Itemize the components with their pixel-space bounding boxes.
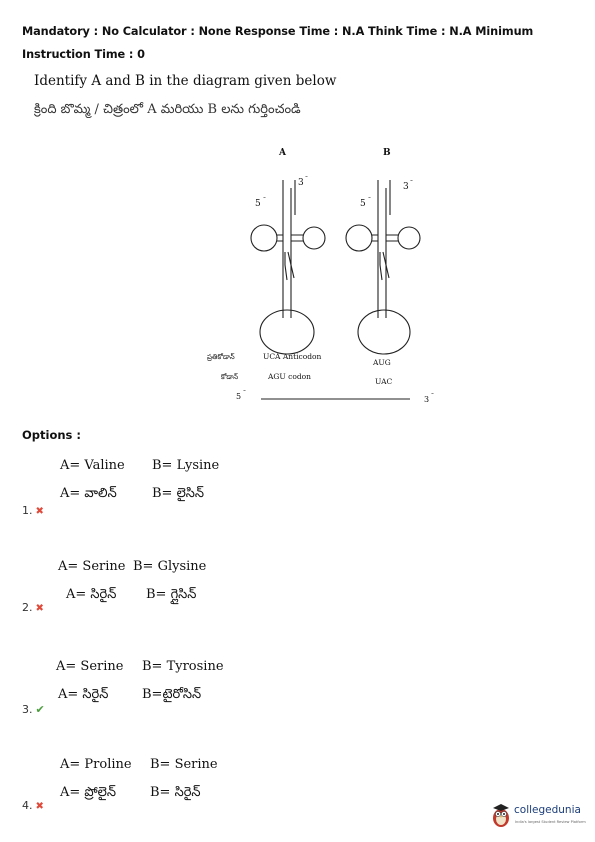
anticodon-telugu: ప్రతికోడాన్ [207,353,235,361]
option-2-a-english: A= Serine [58,559,126,574]
option-2-b-english: B= Glysine [133,559,207,574]
label-b: B [383,148,391,158]
option-3-a-telugu: A= సిరైన్ [58,687,109,702]
trna-b [345,180,421,355]
option-3-a-english: A= Serine [56,659,124,674]
option-3-number: 3.✔ [22,703,45,716]
option-1-b-telugu: B= లైసిన్ [152,486,205,501]
question-text-english: Identify A and B in the diagram given be… [34,73,337,89]
option-1-number: 1.✖ [22,504,44,517]
anticodon-label: UCA Anticodon [263,352,322,361]
question-text-telugu: క్రింది బొమ్మ / చిత్రంలో A మరియు B లను గ… [34,102,301,117]
option-3-b-telugu: B=టైరోసిన్ [142,687,202,702]
trna-a [250,180,326,355]
option-4-number: 4.✖ [22,799,44,812]
brand-name: collegedunia [514,804,581,816]
svg-text:˜: ˜ [431,393,434,400]
option-3-b-english: B= Tyrosine [142,659,224,674]
aug-label: AUG [372,358,391,367]
wrong-icon: ✖ [35,506,44,517]
question-meta: Mandatory : No Calculator : None Respons… [22,25,534,61]
option-2[interactable]: A= Serine B= Glysine A= సిరైన్ B= గ్లైసి… [0,557,300,627]
collegedunia-logo[interactable]: collegedunia India's largest Student Rev… [488,800,588,832]
mrna-three-prime: 3 [424,395,429,404]
wrong-icon: ✖ [35,603,44,614]
option-3[interactable]: A= Serine B= Tyrosine A= సిరైన్ B=టైరోసి… [0,657,300,727]
mrna-five-prime: 5 [236,392,241,401]
five-prime-a: 5 [255,199,261,209]
svg-text:˜: ˜ [305,176,308,183]
option-2-b-telugu: B= గ్లైసిన్ [146,587,197,602]
uac-label: UAC [375,377,393,386]
svg-text:˜: ˜ [410,180,413,187]
option-2-number: 2.✖ [22,601,44,614]
five-prime-b: 5 [360,199,366,209]
svg-text:˜: ˜ [263,197,266,204]
option-4-b-telugu: B= సిరైన్ [150,785,201,800]
codon-label: AGU codon [267,372,311,381]
option-4-a-telugu: A= ప్రోలైన్ [60,785,116,800]
option-1[interactable]: A= Valine B= Lysine A= వాలిన్ B= లైసిన్ … [0,456,300,526]
option-1-b-english: B= Lysine [152,458,220,473]
option-4-b-english: B= Serine [150,757,218,772]
wrong-icon: ✖ [35,801,44,812]
option-1-a-english: A= Valine [60,458,125,473]
label-a: A [278,148,287,158]
options-title: Options : [22,428,81,442]
option-2-a-telugu: A= సిరైన్ [66,587,117,602]
three-prime-b: 3 [403,182,409,192]
option-4-a-english: A= Proline [60,757,132,772]
brand-tagline: India's largest Student Review Platform [515,820,586,824]
trna-diagram: A B 3 5 3 5 ప్రతికోడాన్ UCA Anticodon AU… [207,148,434,404]
owl-mascot-icon [493,804,509,827]
svg-text:˜: ˜ [368,197,371,204]
svg-text:˜: ˜ [243,390,246,397]
three-prime-a: 3 [298,178,304,188]
check-icon: ✔ [35,703,45,716]
codon-telugu: కోడాన్ [221,373,238,381]
option-1-a-telugu: A= వాలిన్ [60,486,117,501]
option-4[interactable]: A= Proline B= Serine A= ప్రోలైన్ B= సిరై… [0,755,300,825]
